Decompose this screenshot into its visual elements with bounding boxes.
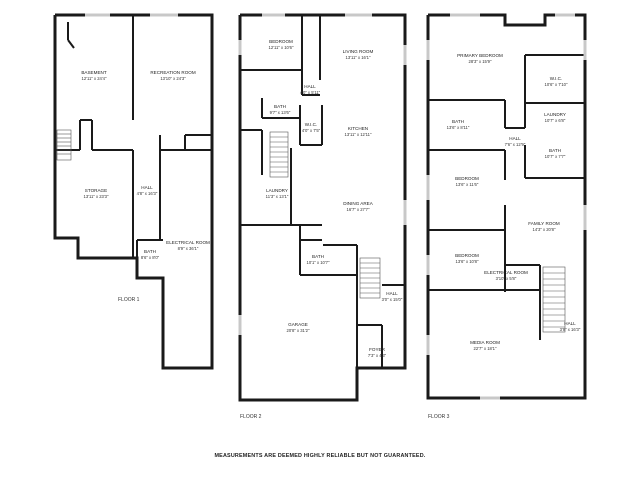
room-dims: 16'7" x 27'7" bbox=[347, 207, 370, 212]
room-dims: 7'3" x 4'3" bbox=[368, 353, 387, 358]
room-name: FOYER bbox=[369, 347, 386, 352]
room-name: ELECTRICAL ROOM bbox=[484, 270, 528, 275]
room-dims: 22'7" x 18'1" bbox=[474, 346, 497, 351]
room-name: MEDIA ROOM bbox=[470, 340, 500, 345]
room-dims: 4'0" x 7'5" bbox=[302, 128, 321, 133]
room-name: BATH bbox=[144, 249, 156, 254]
room-name: BATH bbox=[452, 119, 464, 124]
room-name: STORAGE bbox=[85, 188, 107, 193]
room-dims: 13'6" x 10'8" bbox=[456, 259, 479, 264]
floor-label: FLOOR 1 bbox=[118, 297, 140, 303]
room-dims: 10'7" x 6'8" bbox=[545, 118, 566, 123]
floor-label: FLOOR 2 bbox=[240, 414, 262, 420]
room-dims: 20'8" x 31'2" bbox=[287, 328, 310, 333]
staircase bbox=[269, 131, 289, 178]
room-dims: 10'1" x 10'7" bbox=[307, 260, 330, 265]
room-dims: 9'7" x 13'6" bbox=[270, 110, 291, 115]
room-name: PRIMARY BEDROOM bbox=[457, 53, 503, 58]
floor-3-outer-wall bbox=[426, 13, 587, 400]
room-name: DINING AREA bbox=[343, 201, 374, 206]
room-dims: 8'6" x 8'0" bbox=[141, 255, 160, 260]
room-dims: 13'11" x 12'11" bbox=[344, 132, 372, 137]
room-dims: 3'10" x 5'8" bbox=[496, 276, 517, 281]
room-name: KITCHEN bbox=[348, 126, 368, 131]
room-dims: 11'3" x 13'1" bbox=[266, 194, 289, 199]
room-name: BATH bbox=[274, 104, 286, 109]
room-name: BEDROOM bbox=[455, 176, 479, 181]
floor-2-plan: BEDROOM 12'11" x 10'6" LIVING ROOM 13'11… bbox=[238, 13, 407, 420]
room-name: FAMILY ROOM bbox=[528, 221, 560, 226]
floor-1-plan: BASEMENT 12'11" x 24'4" RECREATION ROOM … bbox=[53, 13, 214, 370]
room-name: HALL bbox=[141, 185, 153, 190]
room-dims: 14'3" x 20'8" bbox=[533, 227, 556, 232]
room-name: BEDROOM bbox=[269, 39, 293, 44]
room-dims: 13'6" x 11'6" bbox=[456, 182, 479, 187]
staircase bbox=[359, 257, 381, 299]
room-name: LIVING ROOM bbox=[343, 49, 374, 54]
room-name: HALL bbox=[386, 291, 398, 296]
floor-2-outer-wall bbox=[238, 13, 407, 402]
room-name: BASEMENT bbox=[81, 70, 106, 75]
room-name: LAUNDRY bbox=[266, 188, 288, 193]
room-dims: 12'11" x 24'4" bbox=[82, 76, 107, 81]
room-name: W.I.C. bbox=[550, 76, 563, 81]
room-name: W.I.C. bbox=[305, 122, 318, 127]
room-dims: 12'11" x 10'6" bbox=[269, 45, 294, 50]
room-dims: 13'6" x 8'11" bbox=[447, 125, 470, 130]
room-name: LAUNDRY bbox=[544, 112, 566, 117]
room-name: ELECTRICAL ROOM bbox=[166, 240, 210, 245]
floor-3-plan: PRIMARY BEDROOM 28'3" x 15'9" W.I.C. 10'… bbox=[426, 13, 587, 420]
room-dims: 3'0" x 15'0" bbox=[382, 297, 403, 302]
room-name: BATH bbox=[549, 148, 561, 153]
room-name: RECREATION ROOM bbox=[150, 70, 196, 75]
room-dims: 8'9" x 36'1" bbox=[178, 246, 199, 251]
room-dims: 13'11" x 16'1" bbox=[346, 55, 371, 60]
room-dims: 28'3" x 15'9" bbox=[469, 59, 492, 64]
floor-1-outer-wall bbox=[53, 13, 214, 370]
staircase bbox=[56, 129, 72, 161]
floor-label: FLOOR 3 bbox=[428, 414, 450, 420]
room-name: BATH bbox=[312, 254, 324, 259]
room-dims: 7'6" x 12'9" bbox=[505, 142, 526, 147]
wall bbox=[67, 39, 75, 49]
room-dims: 10'7" x 7'7" bbox=[545, 154, 566, 159]
room-name: HALL bbox=[564, 321, 576, 326]
staircase bbox=[542, 266, 566, 333]
room-dims: 4'0" x 5'11" bbox=[300, 90, 321, 95]
disclaimer: MEASUREMENTS ARE DEEMED HIGHLY RELIABLE … bbox=[214, 453, 425, 459]
room-name: HALL bbox=[304, 84, 316, 89]
room-name: HALL bbox=[509, 136, 521, 141]
room-dims: 3'9" x 16'3" bbox=[560, 327, 581, 332]
room-dims: 4'8" x 16'3" bbox=[137, 191, 158, 196]
room-name: BEDROOM bbox=[455, 253, 479, 258]
room-dims: 10'6" x 7'10" bbox=[545, 82, 568, 87]
room-name: GARAGE bbox=[288, 322, 308, 327]
room-dims: 13'11" x 23'3" bbox=[84, 194, 109, 199]
room-dims: 13'10" x 24'3" bbox=[160, 76, 186, 81]
